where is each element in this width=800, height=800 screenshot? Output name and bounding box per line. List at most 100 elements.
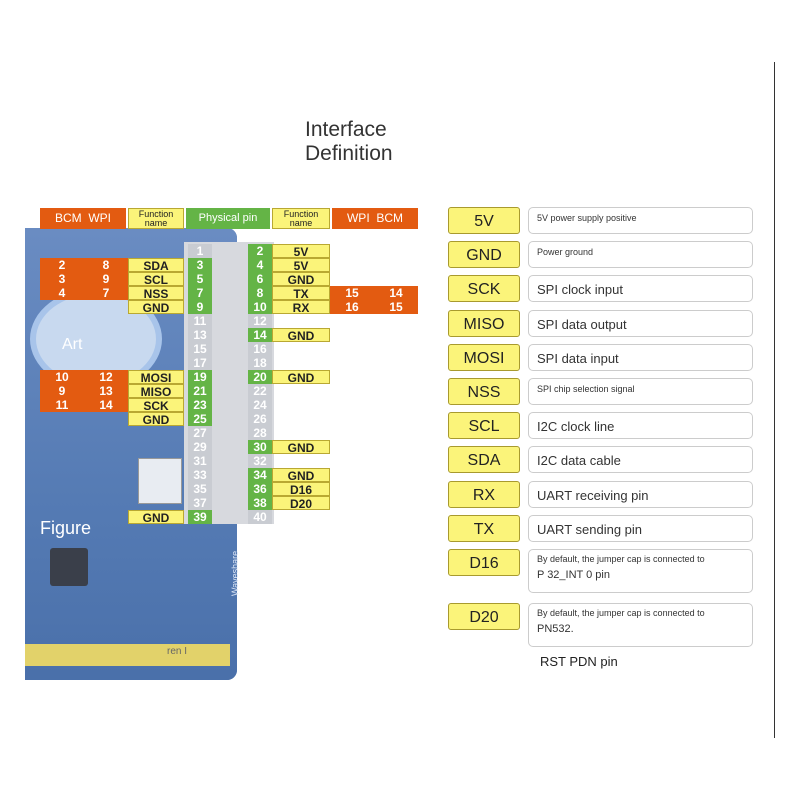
legend-key: D16 [448, 549, 520, 576]
physical-pin-number: 6 [248, 272, 272, 286]
pin-function-label: SCK [128, 398, 184, 413]
physical-pin-number: 5 [188, 272, 212, 286]
pin-bcm-label: 3 [40, 272, 84, 286]
board-figure-text: Figure [40, 518, 92, 538]
physical-pin-number: 24 [248, 398, 272, 412]
physical-pin-number: 16 [248, 342, 272, 356]
physical-pin-number: 32 [248, 454, 272, 468]
pin-function-label: D20 [272, 496, 330, 511]
legend-description-text: I2C clock line [537, 419, 615, 435]
header-bcm-wpi-left: BCM WPI [40, 208, 126, 229]
physical-pin-number: 39 [188, 510, 212, 524]
legend-key: TX [448, 514, 520, 542]
header-function-right: Function name [272, 208, 330, 229]
physical-pin-number: 2 [248, 244, 272, 258]
physical-pin-number: 7 [188, 286, 212, 300]
pin-bcm-label: 9 [40, 384, 84, 398]
legend-description-text: I2C data cable [537, 453, 621, 469]
pin-wpi-label: 12 [84, 370, 128, 384]
physical-pin-number: 30 [248, 440, 272, 454]
pin-function-label: MOSI [128, 370, 184, 385]
page-title: Interface Definition [305, 118, 393, 165]
physical-pin-number: 11 [188, 314, 212, 328]
physical-pin-number: 22 [248, 384, 272, 398]
legend-key: 5V [448, 207, 520, 234]
physical-pin-number: 9 [188, 300, 212, 314]
physical-pin-number: 20 [248, 370, 272, 384]
physical-pin-number: 27 [188, 426, 212, 440]
physical-pin-number: 40 [248, 510, 272, 524]
legend-description: I2C clock line [528, 412, 753, 440]
legend-description: 5V power supply positive [528, 207, 753, 234]
footer-note: RST PDN pin [540, 654, 618, 669]
physical-pin-number: 25 [188, 412, 212, 426]
physical-pin-number: 37 [188, 496, 212, 510]
legend-description-text: SPI data input [537, 350, 619, 366]
pin-function-label: 5V [272, 244, 330, 259]
pin-function-label: GND [272, 440, 330, 455]
pin-function-label: SDA [128, 258, 184, 273]
legend-description-text: P 32_INT 0 pin [537, 569, 610, 581]
pin-bcm-label: 14 [374, 286, 418, 300]
legend-description-text: SPI chip selection signal [537, 384, 635, 394]
bottom-header-strip [25, 644, 230, 666]
physical-pin-number: 31 [188, 454, 212, 468]
pin-bcm-label: 10 [40, 370, 84, 384]
physical-pin-number: 33 [188, 468, 212, 482]
pin-function-label: GND [272, 328, 330, 343]
legend-description-text: SPI clock input [537, 282, 623, 298]
legend-key: MISO [448, 309, 520, 337]
legend-key: RX [448, 480, 520, 508]
physical-pin-number: 36 [248, 482, 272, 496]
legend-key: SDA [448, 446, 520, 474]
header-wpi-bcm-right: WPI BCM [332, 208, 418, 229]
physical-pin-number: 3 [188, 258, 212, 272]
legend-description-text: PN532. [537, 623, 574, 636]
header-function-left: Function name [128, 208, 184, 229]
legend-description: SPI clock input [528, 275, 753, 303]
pin-wpi-label: 8 [84, 258, 128, 272]
pin-function-label: GND [128, 510, 184, 525]
pin-wpi-label: 14 [84, 398, 128, 412]
legend-description-text: SPI data output [537, 316, 627, 332]
legend-key: MOSI [448, 343, 520, 371]
chip-graphic [50, 548, 88, 586]
pin-bcm-label: 15 [374, 300, 418, 314]
legend-description-text: 5V power supply positive [537, 213, 637, 223]
pin-wpi-label: 15 [330, 286, 374, 300]
pin-wpi-label: 13 [84, 384, 128, 398]
physical-pin-number: 12 [248, 314, 272, 328]
physical-pin-number: 15 [188, 342, 212, 356]
physical-pin-number: 10 [248, 300, 272, 314]
legend-description-text: By default, the jumper cap is connected … [537, 554, 705, 564]
pin-bcm-label: 4 [40, 286, 84, 300]
board-art-text: Art [62, 336, 83, 353]
pin-function-label: TX [272, 286, 330, 301]
legend-description: SPI data input [528, 343, 753, 371]
physical-pin-number: 29 [188, 440, 212, 454]
pin-function-label: SCL [128, 272, 184, 287]
board-brand-text: Waveshare [230, 550, 240, 596]
legend-description: SPI data output [528, 309, 753, 337]
legend-description: I2C data cable [528, 446, 753, 474]
physical-pin-number: 1 [188, 244, 212, 258]
physical-pin-number: 21 [188, 384, 212, 398]
physical-pin-number: 4 [248, 258, 272, 272]
legend-description-text: By default, the jumper cap is connected … [537, 608, 705, 619]
physical-pin-number: 38 [248, 496, 272, 510]
legend-description: Power ground [528, 241, 753, 269]
legend-description: By default, the jumper cap is connected … [528, 603, 753, 648]
physical-pin-number: 14 [248, 328, 272, 342]
pin-function-label: GND [272, 272, 330, 287]
legend-key: NSS [448, 378, 520, 405]
legend-description: SPI chip selection signal [528, 378, 753, 405]
divider-line [774, 62, 775, 738]
pin-function-label: MISO [128, 384, 184, 399]
physical-pin-number: 13 [188, 328, 212, 342]
physical-pin-number: 26 [248, 412, 272, 426]
physical-pin-number: 8 [248, 286, 272, 300]
physical-pin-number: 17 [188, 356, 212, 370]
header-physical-pin: Physical pin [186, 208, 270, 229]
physical-pin-number: 35 [188, 482, 212, 496]
legend-description: By default, the jumper cap is connected … [528, 549, 753, 593]
